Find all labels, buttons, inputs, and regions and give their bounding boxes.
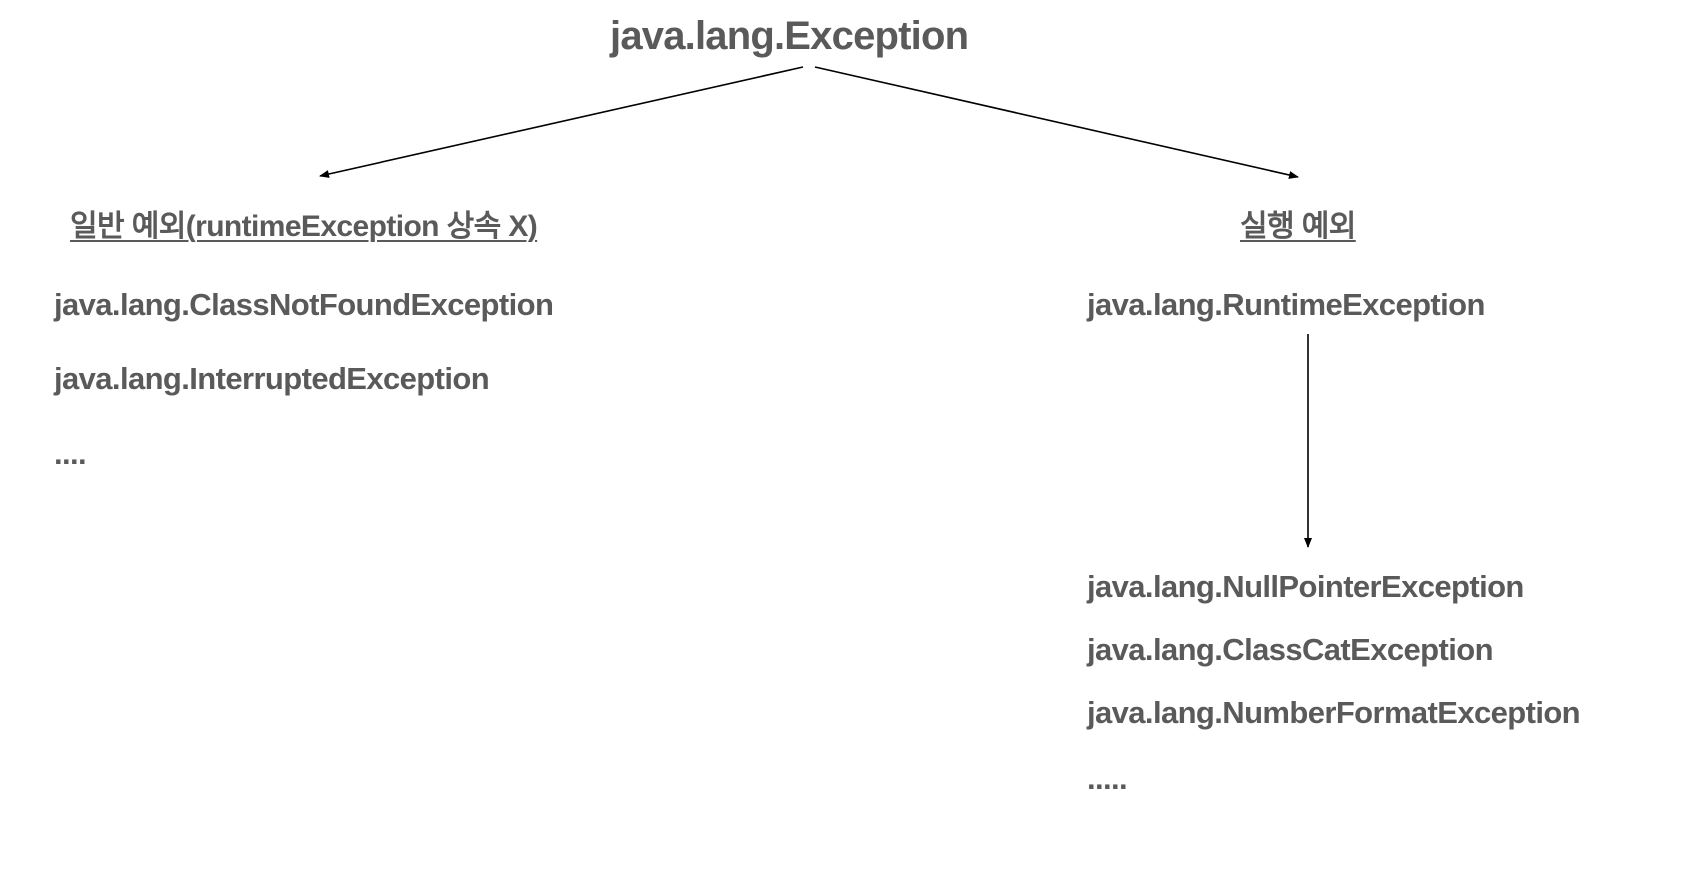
- root-exception-label: java.lang.Exception: [610, 14, 969, 58]
- runtime-exception-item: java.lang.ClassCatException: [1087, 632, 1494, 667]
- checked-exception-item: java.lang.ClassNotFoundException: [54, 287, 554, 322]
- checked-exception-ellipsis: ....: [54, 436, 87, 471]
- runtime-exception-ellipsis: .....: [1087, 761, 1128, 796]
- arrow-to-runtime-exceptions: [814, 66, 1299, 179]
- runtime-exception-item: java.lang.NullPointerException: [1087, 569, 1524, 604]
- runtime-exception-item: java.lang.NumberFormatException: [1087, 695, 1581, 730]
- runtime-exception-heading: 실행 예외: [1240, 210, 1356, 243]
- checked-exception-heading: 일반 예외(runtimeException 상속 X): [70, 210, 538, 243]
- arrow-to-checked-exceptions: [319, 66, 804, 178]
- checked-exception-item: java.lang.InterruptedException: [54, 361, 490, 396]
- runtime-exception-parent: java.lang.RuntimeException: [1087, 287, 1485, 322]
